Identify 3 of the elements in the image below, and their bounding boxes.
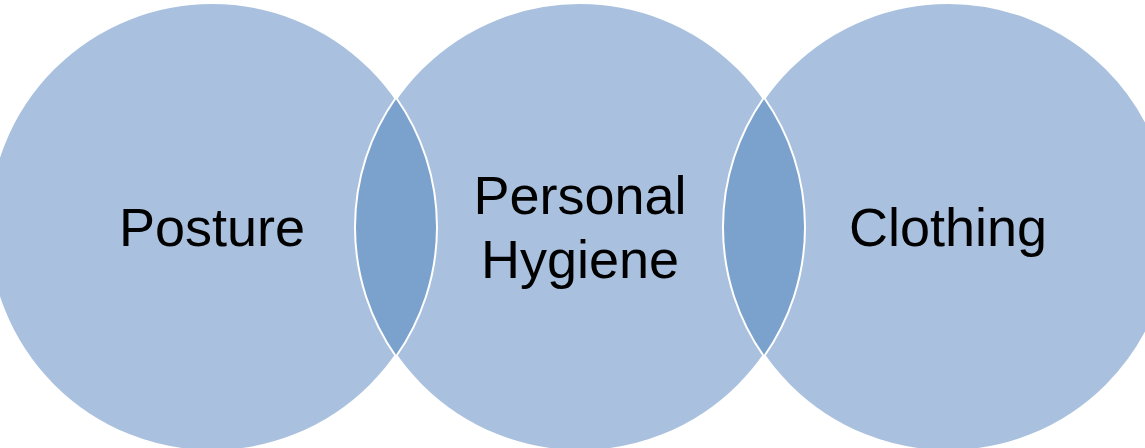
- circle-label: Posture: [117, 196, 307, 259]
- circle-label: Clothing: [847, 196, 1049, 259]
- circle-label: Personal Hygiene: [472, 164, 688, 291]
